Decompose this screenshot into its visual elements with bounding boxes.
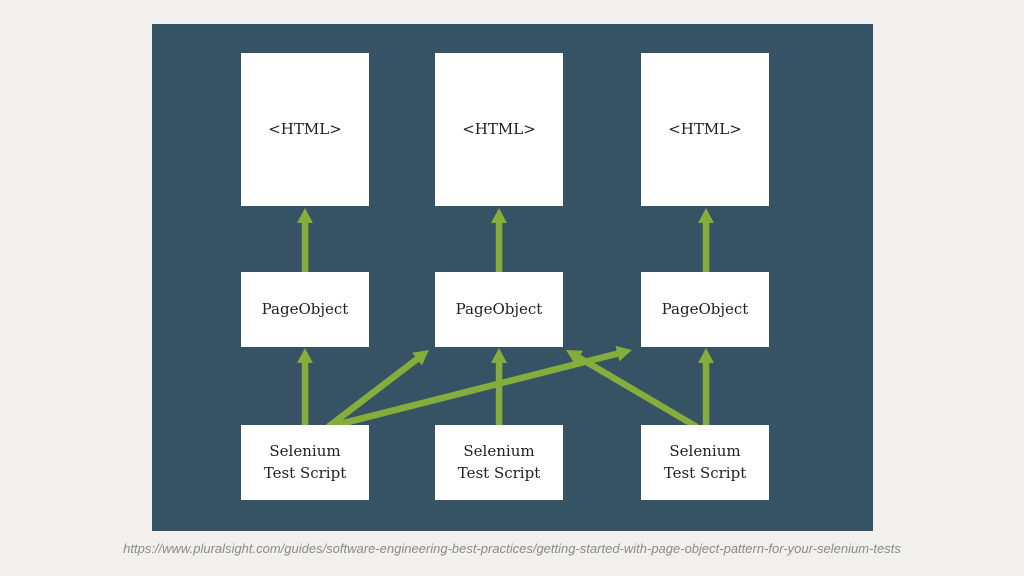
html-box-1: <HTML> — [241, 53, 369, 206]
arrow-page-object-2-to-html-2 — [491, 208, 507, 273]
test-script-box-2-label: Selenium Test Script — [457, 441, 541, 482]
html-box-2-label: <HTML> — [462, 119, 536, 138]
html-box-1-label: <HTML> — [268, 119, 342, 138]
html-box-3-label: <HTML> — [668, 119, 742, 138]
arrow-test-script-1-to-page-object-1 — [297, 348, 313, 426]
page-object-box-3-label: PageObject — [661, 299, 749, 318]
page-object-box-2-label: PageObject — [455, 299, 543, 318]
page-object-box-2: PageObject — [435, 272, 563, 347]
test-script-box-3-label: Selenium Test Script — [663, 441, 747, 482]
page-object-box-1-label: PageObject — [261, 299, 349, 318]
test-script-box-2: Selenium Test Script — [435, 425, 563, 500]
test-script-box-3: Selenium Test Script — [641, 425, 769, 500]
arrows-layer — [297, 208, 714, 431]
html-box-2: <HTML> — [435, 53, 563, 206]
arrow-test-script-3-to-page-object-2 — [566, 350, 699, 430]
arrow-test-script-3-to-page-object-3 — [698, 348, 714, 426]
html-box-3: <HTML> — [641, 53, 769, 206]
diagram-panel: <HTML> <HTML> <HTML> PageObject PageObje… — [152, 24, 873, 531]
arrow-page-object-3-to-html-3 — [698, 208, 714, 273]
arrow-test-script-1-to-page-object-3 — [327, 345, 632, 431]
test-script-box-1: Selenium Test Script — [241, 425, 369, 500]
page-object-box-1: PageObject — [241, 272, 369, 347]
source-url: https://www.pluralsight.com/guides/softw… — [123, 541, 901, 556]
page-object-box-3: PageObject — [641, 272, 769, 347]
arrow-page-object-1-to-html-1 — [297, 208, 313, 273]
test-script-box-1-label: Selenium Test Script — [263, 441, 347, 482]
arrow-test-script-1-to-page-object-2 — [326, 350, 429, 430]
